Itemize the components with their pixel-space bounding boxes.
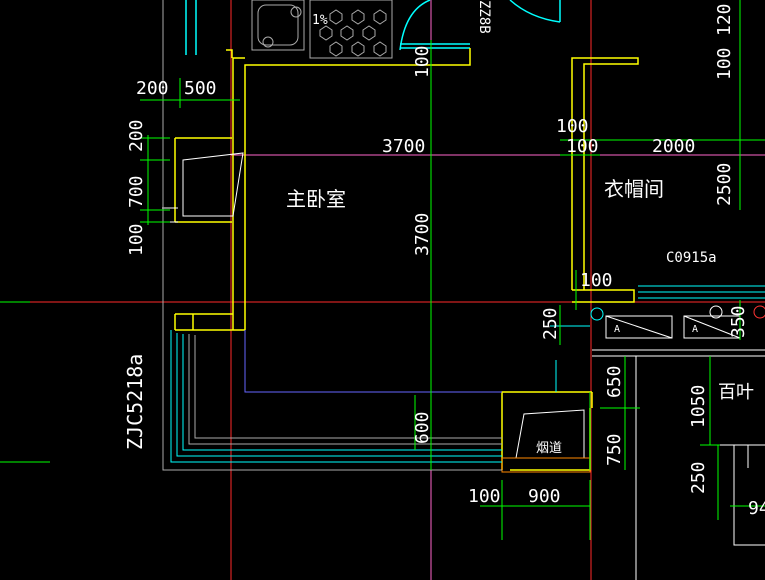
dim-700-left: 700	[126, 175, 147, 208]
dim-1050: 1050	[688, 385, 709, 428]
cyan-elements	[185, 0, 561, 55]
window-code-right: C0915a	[666, 250, 717, 266]
dim-350: 350	[728, 305, 749, 338]
dim-100-left: 100	[126, 223, 147, 256]
svg-text:A: A	[692, 324, 698, 335]
dim-2000: 2000	[652, 136, 695, 157]
bay-window-lines	[162, 0, 502, 471]
dimension-texts: 200 500 200 700 100 3700 3700 100 100 10…	[126, 3, 765, 519]
dim-100-mid-a: 100	[556, 116, 589, 137]
dim-3700-horizontal: 3700	[382, 136, 425, 157]
dim-200-top: 200	[136, 78, 169, 99]
room-flue: 烟道	[536, 441, 562, 456]
dim-600: 600	[412, 411, 433, 444]
room-closet: 衣帽间	[604, 177, 664, 201]
room-master-bedroom: 主卧室	[286, 187, 346, 211]
dim-100-small: 100	[580, 270, 613, 291]
dim-900: 900	[528, 486, 561, 507]
window-glyphs: A A	[614, 324, 698, 335]
dim-250-b: 250	[688, 461, 709, 494]
room-outline	[244, 330, 502, 393]
dim-750: 750	[604, 433, 625, 466]
dim-1200: 120	[714, 3, 735, 36]
dimension-lines	[0, 0, 765, 540]
dim-100-bottom: 100	[468, 486, 501, 507]
code-labels: ZJC5218a C0915a ZZ8B 1%	[123, 0, 717, 450]
top-vertical-code: ZZ8B	[476, 0, 492, 34]
dim-650: 650	[604, 365, 625, 398]
dim-100-mid-b: 100	[566, 136, 599, 157]
window-code-left: ZJC5218a	[123, 354, 147, 450]
tile-pattern	[319, 9, 387, 57]
svg-text:A: A	[614, 324, 620, 335]
dim-2500: 2500	[714, 163, 735, 206]
dim-500-top: 500	[184, 78, 217, 99]
dim-3700-vertical: 3700	[412, 213, 433, 256]
dim-200-left: 200	[126, 119, 147, 152]
dim-100-top-a: 100	[412, 45, 433, 78]
room-shutter: 百叶	[718, 382, 754, 403]
bathroom-fixtures	[251, 0, 393, 59]
dim-94: 94	[748, 498, 765, 519]
dim-250: 250	[540, 307, 561, 340]
dim-100-top-right: 100	[714, 47, 735, 80]
slope-label: 1%	[312, 13, 328, 28]
room-labels: 主卧室 衣帽间 烟道 百叶	[286, 177, 754, 456]
